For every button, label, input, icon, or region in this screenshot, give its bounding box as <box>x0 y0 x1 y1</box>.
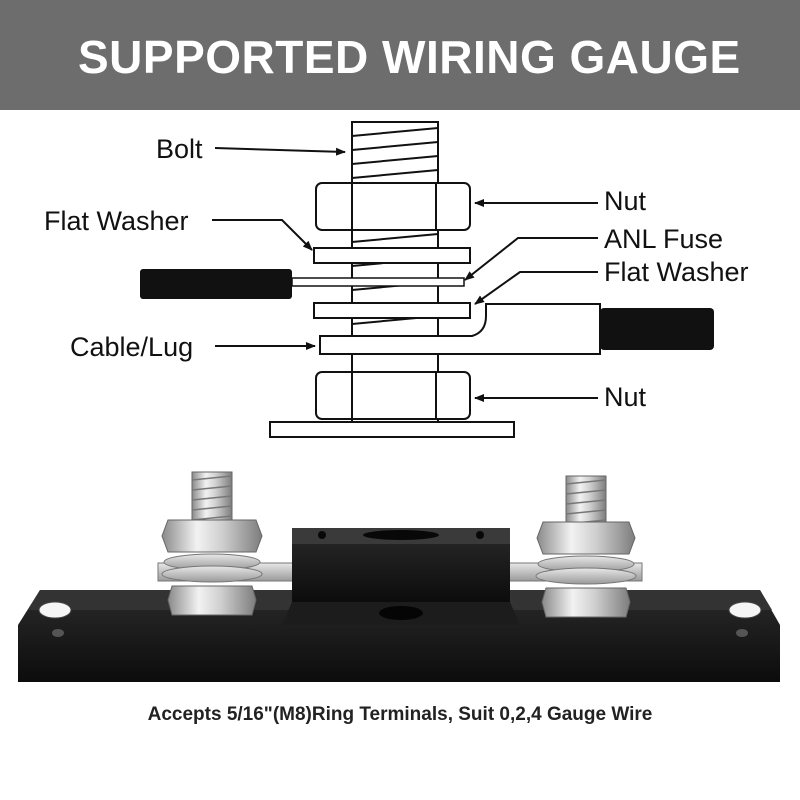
header-banner: SUPPORTED WIRING GAUGE <box>0 0 800 110</box>
left-terminal-stud <box>161 471 263 616</box>
label-nut-bottom: Nut <box>604 382 647 412</box>
bottom-nut <box>315 371 471 420</box>
label-nut-top: Nut <box>604 186 647 216</box>
base-plate <box>269 421 515 438</box>
label-cable-lug: Cable/Lug <box>70 332 194 362</box>
top-nut <box>315 182 471 231</box>
banner-title: SUPPORTED WIRING GAUGE <box>78 31 741 83</box>
label-flat-washer-right: Flat Washer <box>604 257 749 287</box>
label-anl-fuse: ANL Fuse <box>604 224 724 254</box>
assembly-diagram <box>140 121 714 438</box>
bolt-leader <box>214 147 346 156</box>
upper-flat-washer <box>313 247 471 264</box>
flat-washer-right-leader <box>474 271 598 305</box>
right-terminal-stud <box>535 475 637 618</box>
lower-flat-washer <box>313 302 471 319</box>
label-bolt: Bolt <box>156 134 203 164</box>
fuse-holder-product-image <box>18 471 780 682</box>
anl-fuse-strip <box>291 277 465 287</box>
label-flat-washer-left: Flat Washer <box>44 206 189 236</box>
mounting-holes <box>38 601 762 619</box>
center-cover <box>282 528 520 625</box>
anl-fuse-leader <box>464 237 598 281</box>
right-cable <box>600 308 714 350</box>
caption: Accepts 5/16"(M8)Ring Terminals, Suit 0,… <box>147 704 653 725</box>
flat-washer-left-leader <box>212 219 313 251</box>
left-cable <box>140 269 292 299</box>
